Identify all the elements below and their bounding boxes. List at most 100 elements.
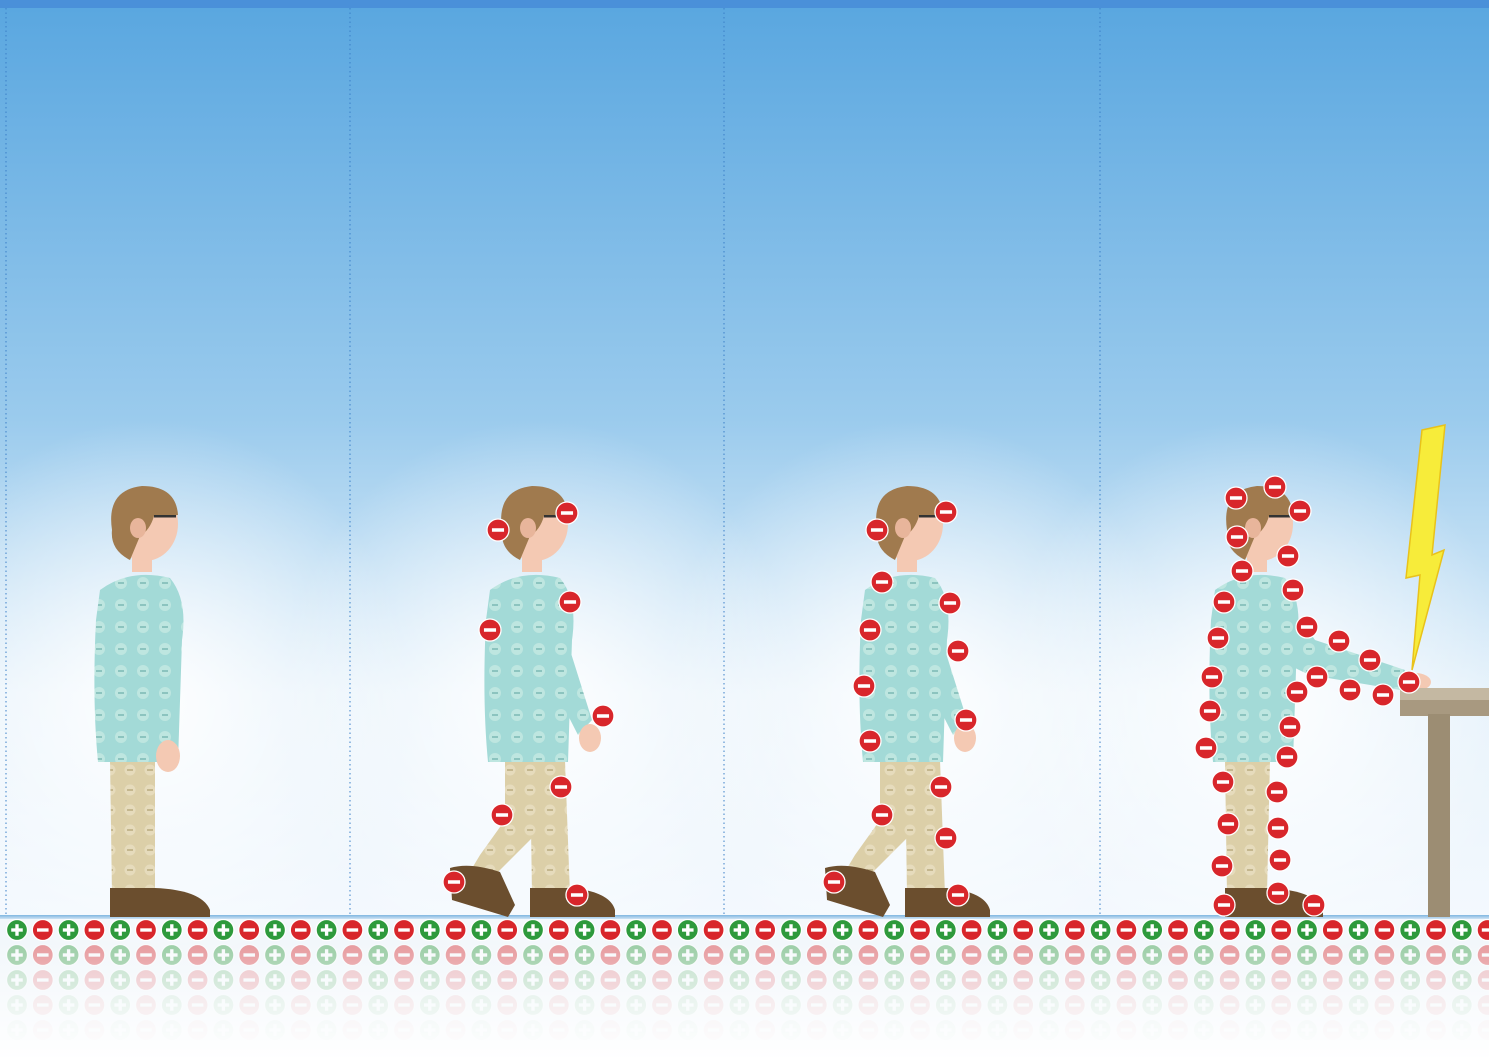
floor-positive-charge — [574, 920, 595, 941]
body-negative-charge — [871, 571, 893, 593]
body-negative-charge — [1277, 545, 1299, 567]
body-negative-charge — [1296, 616, 1318, 638]
floor-negative-charge — [290, 920, 311, 941]
floor-negative-charge — [32, 920, 53, 941]
body-negative-charge — [1328, 630, 1350, 652]
floor-negative-charge — [445, 920, 466, 941]
table-leg — [1428, 714, 1450, 917]
floor-positive-charge — [1245, 920, 1266, 941]
floor-negative-charge — [755, 920, 776, 941]
body-negative-charge — [1231, 560, 1253, 582]
floor-positive-charge — [1400, 920, 1421, 941]
floor-negative-charge — [136, 920, 157, 941]
floor-negative-charge — [652, 920, 673, 941]
body-negative-charge — [1269, 849, 1291, 871]
floor-negative-charge — [1219, 920, 1240, 941]
floor-positive-charge — [58, 920, 79, 941]
body-negative-charge — [1207, 627, 1229, 649]
floor-negative-charge — [187, 920, 208, 941]
body-negative-charge — [935, 501, 957, 523]
floor-positive-charge — [1193, 920, 1214, 941]
body-negative-charge — [550, 776, 572, 798]
floor-positive-charge — [523, 920, 544, 941]
floor-negative-charge — [1013, 920, 1034, 941]
floor-positive-charge — [987, 920, 1008, 941]
body-negative-charge — [1213, 591, 1235, 613]
floor-positive-charge — [471, 920, 492, 941]
glasses — [154, 515, 176, 518]
body-negative-charge — [1199, 700, 1221, 722]
body-negative-charge — [592, 705, 614, 727]
floor-positive-charge — [884, 920, 905, 941]
body-negative-charge — [1195, 737, 1217, 759]
floor-negative-charge — [1116, 920, 1137, 941]
body-negative-charge — [939, 592, 961, 614]
floor-negative-charge — [1064, 920, 1085, 941]
body-negative-charge — [1267, 882, 1289, 904]
body-negative-charge — [487, 519, 509, 541]
floor-negative-charge — [600, 920, 621, 941]
body-negative-charge — [930, 776, 952, 798]
floor-negative-charge — [394, 920, 415, 941]
floor-negative-charge — [1271, 920, 1292, 941]
body-negative-charge — [823, 871, 845, 893]
body-negative-charge — [1264, 476, 1286, 498]
body-negative-charge — [1303, 894, 1325, 916]
floor-positive-charge — [265, 920, 286, 941]
floor-negative-charge — [342, 920, 363, 941]
floor-positive-charge — [677, 920, 698, 941]
floor-negative-charge — [806, 920, 827, 941]
body-negative-charge — [935, 827, 957, 849]
body-negative-charge — [1217, 813, 1239, 835]
floor-positive-charge — [316, 920, 337, 941]
body-negative-charge — [947, 640, 969, 662]
body-negative-charge — [955, 709, 977, 731]
floor-negative-charge — [910, 920, 931, 941]
body-negative-charge — [947, 884, 969, 906]
floor-positive-charge — [935, 920, 956, 941]
body-negative-charge — [1339, 679, 1361, 701]
floor-positive-charge — [161, 920, 182, 941]
body-negative-charge — [1398, 671, 1420, 693]
body-negative-charge — [1226, 526, 1248, 548]
body-negative-charge — [866, 519, 888, 541]
floor-negative-charge — [858, 920, 879, 941]
floor-negative-charge — [961, 920, 982, 941]
floor-positive-charge — [729, 920, 750, 941]
body-negative-charge — [1267, 817, 1289, 839]
body-negative-charge — [859, 730, 881, 752]
floor-positive-charge — [1451, 920, 1472, 941]
body-negative-charge — [1279, 716, 1301, 738]
body-negative-charge — [443, 871, 465, 893]
floor-negative-charge — [84, 920, 105, 941]
floor-positive-charge — [7, 920, 28, 941]
floor-positive-charge — [1142, 920, 1163, 941]
body-negative-charge — [1359, 649, 1381, 671]
floor-negative-charge — [497, 920, 518, 941]
body-negative-charge — [566, 884, 588, 906]
body-negative-charge — [1289, 500, 1311, 522]
floor-positive-charge — [781, 920, 802, 941]
body-negative-charge — [1282, 579, 1304, 601]
floor-negative-charge — [1374, 920, 1395, 941]
body-negative-charge — [871, 804, 893, 826]
floor-positive-charge — [1297, 920, 1318, 941]
floor-positive-charge — [626, 920, 647, 941]
body-negative-charge — [556, 502, 578, 524]
floor-positive-charge — [1348, 920, 1369, 941]
body-negative-charge — [1276, 746, 1298, 768]
hand — [579, 724, 601, 752]
ear — [130, 518, 146, 538]
body-negative-charge — [853, 675, 875, 697]
body-negative-charge — [559, 591, 581, 613]
floor-negative-charge — [548, 920, 569, 941]
body-negative-charge — [1211, 855, 1233, 877]
ear — [895, 518, 911, 538]
body-negative-charge — [1212, 771, 1234, 793]
body-negative-charge — [1201, 666, 1223, 688]
table-apron — [1400, 700, 1489, 716]
body-negative-charge — [1225, 487, 1247, 509]
body-negative-charge — [1372, 684, 1394, 706]
